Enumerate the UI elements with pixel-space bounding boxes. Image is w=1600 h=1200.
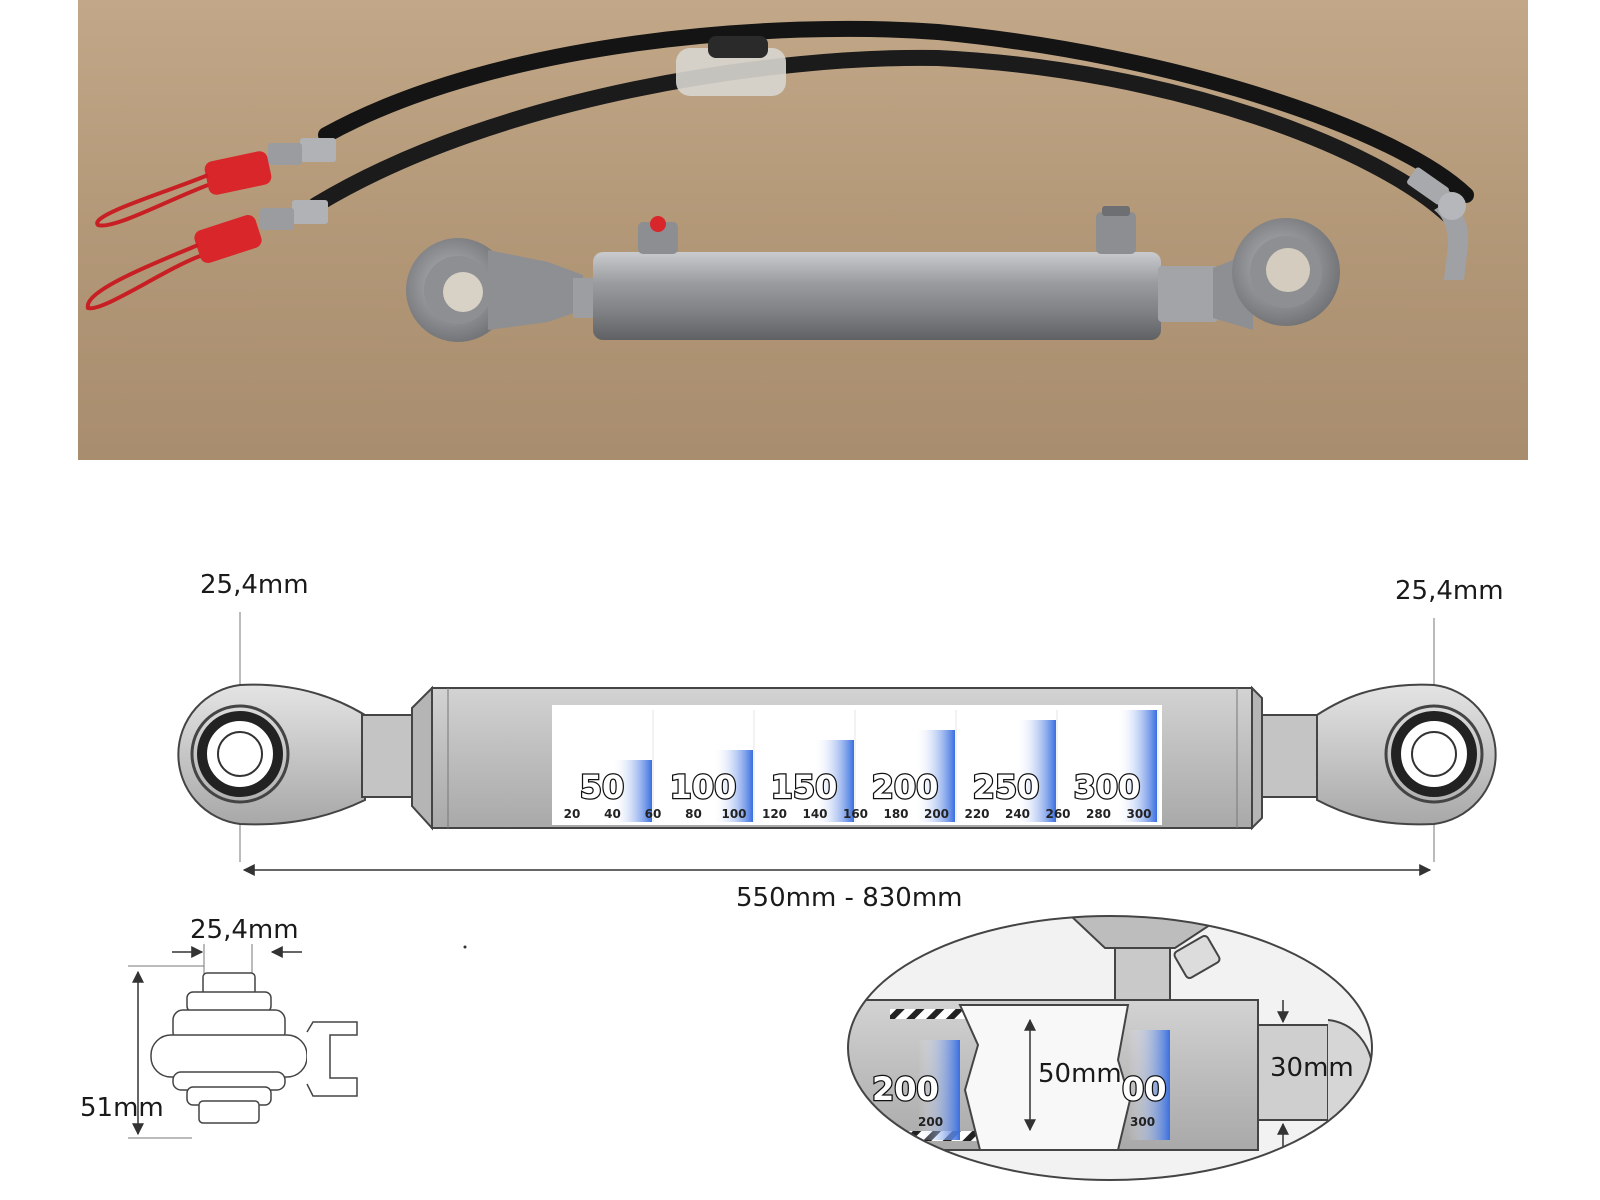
cutaway-rod [1257, 1024, 1329, 1121]
right-eye-ring-outer [1384, 704, 1484, 804]
scale-bar [915, 730, 955, 822]
left-eye-bore [217, 731, 263, 777]
port-right [1096, 212, 1136, 254]
cutaway-port-top [1067, 916, 1229, 949]
hose-fitting-right [1407, 167, 1449, 205]
left-eye-ring-outer [190, 704, 290, 804]
cutaway-partial-right: 00 [1122, 1070, 1167, 1108]
cutaway-blue-left [918, 1040, 960, 1140]
left-pin-diameter-label: 25,4mm [200, 570, 309, 600]
red-cap-strap-lower [85, 243, 201, 311]
right-taper [1251, 685, 1263, 831]
port-left-plug [650, 216, 666, 232]
right-rod [1158, 266, 1218, 322]
red-cap-lower [194, 215, 262, 263]
hose-wrap-dark [708, 36, 768, 58]
scale-major-label: 300 [1074, 768, 1141, 806]
scale-bar [814, 740, 854, 822]
cylinder-barrel [593, 252, 1161, 340]
cutaway-break-left [958, 1004, 1132, 1151]
scale-minor-label: 200 [924, 807, 949, 821]
scale-major-label: 50 [580, 768, 625, 806]
product-photo [78, 0, 1528, 460]
cutaway-partial-left: 200 [872, 1070, 939, 1108]
scale-major-label: 150 [771, 768, 838, 806]
right-eye-bore [1411, 731, 1457, 777]
right-rod-segment [1261, 714, 1318, 798]
left-neck [488, 250, 583, 330]
ball-width-label: 25,4mm [190, 915, 299, 945]
scale-minor-label: 240 [1005, 807, 1030, 821]
hydraulic-hose-upper [318, 20, 1474, 203]
scale-minor-label: 220 [964, 807, 989, 821]
scale-major-label: 200 [872, 768, 939, 806]
scale-minor-label: 280 [1086, 807, 1111, 821]
port-right-cap [1102, 206, 1130, 216]
red-cap-upper [204, 151, 272, 195]
scale-minor-labels: 20 40 60 80 100 120 140 160 180 200 220 240 260 280 30… [564, 807, 1152, 821]
elbow-fitting [1434, 200, 1469, 280]
red-cap-strap-upper [95, 173, 209, 228]
right-eye-hole [1266, 248, 1310, 292]
ball-height-label: 51mm [80, 1093, 164, 1123]
cutaway-partial-right-small: 300 [1130, 1115, 1155, 1129]
left-rod-segment [361, 714, 413, 798]
scale-minor-label: 40 [604, 807, 621, 821]
bore-diameter-label: 50mm [1038, 1059, 1122, 1089]
coupler-left-upper [268, 143, 302, 165]
scale-minor-label: 180 [883, 807, 908, 821]
port-left [638, 222, 678, 254]
scale-minor-label: 80 [685, 807, 702, 821]
ball-joint-shank [306, 1021, 358, 1097]
scale-bar [713, 750, 753, 822]
scale-minor-label: 260 [1045, 807, 1070, 821]
rod-diameter-label: 30mm [1270, 1053, 1354, 1083]
scale-minor-label: 60 [645, 807, 662, 821]
hose-fitting-left-lower [292, 200, 328, 224]
hose-fitting-left-upper [300, 138, 336, 162]
cutaway-detail: 200 00 200 300 [848, 916, 1372, 1180]
hydraulic-hose-lower [308, 49, 1456, 223]
left-eye-hole [443, 272, 483, 312]
left-taper [411, 685, 433, 831]
scale-minor-label: 300 [1126, 807, 1151, 821]
scale-minor-label: 140 [802, 807, 827, 821]
length-range-label: 550mm - 830mm [736, 883, 962, 913]
scale-bar [1117, 710, 1157, 822]
ball-joint-outline [150, 972, 308, 1124]
cutaway-ellipse-border [847, 915, 1373, 1181]
cutaway-port-fitting [1173, 934, 1221, 980]
technical-diagram: 25,4mm 25,4mm 50 100 150 200 250 300 20 40 60 80… [80, 570, 1504, 1181]
scale-bar [1016, 720, 1056, 822]
scale-major-label: 250 [973, 768, 1040, 806]
elbow-ball [1438, 192, 1466, 220]
scale-bars [612, 710, 1159, 822]
scale-panel [552, 705, 1162, 825]
scale-bar [612, 760, 652, 822]
scale-major-label: 100 [670, 768, 737, 806]
coupler-left-lower [260, 208, 294, 230]
scale-minor-label: 100 [721, 807, 746, 821]
scale-minor-label: 160 [843, 807, 868, 821]
cutaway-partial-left-small: 200 [918, 1115, 943, 1129]
scale-major-labels: 50 100 150 200 250 300 [578, 767, 1141, 808]
scale-minor-label: 20 [564, 807, 581, 821]
cutaway-blue-right [1128, 1030, 1170, 1140]
hose-wrap [676, 48, 786, 96]
scale-minor-label: 120 [762, 807, 787, 821]
right-pin-diameter-label: 25,4mm [1395, 576, 1504, 606]
stray-dot [463, 945, 467, 949]
